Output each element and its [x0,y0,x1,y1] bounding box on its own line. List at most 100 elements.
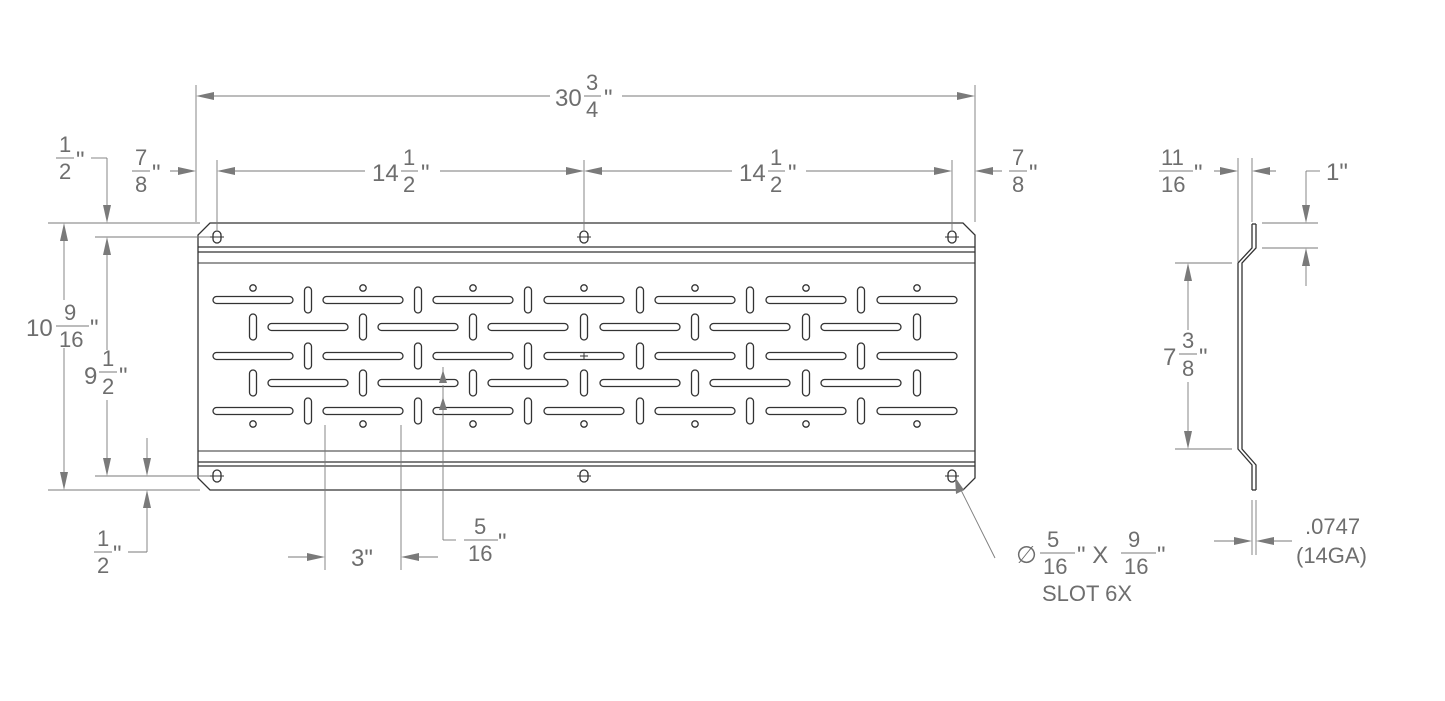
svg-text:30: 30 [555,85,582,112]
svg-text:16: 16 [468,541,492,566]
horizontal-slot [876,295,958,305]
svg-text:": " [152,160,161,187]
svg-text:": " [1157,542,1166,569]
vertical-slot [303,397,313,425]
svg-text:": " [113,541,122,568]
side-profile-inner [1241,224,1257,490]
dim-overall-height: 10 9 16 " [26,300,99,352]
svg-text:1: 1 [97,526,109,551]
vertical-slot [358,369,368,397]
horizontal-slot [654,406,736,416]
horizontal-slot [599,322,681,332]
horizontal-slot [322,406,404,416]
svg-text:2: 2 [403,172,415,197]
horizontal-slot [654,295,736,305]
horizontal-slot [876,406,958,416]
horizontal-slot [487,322,569,332]
svg-text:14: 14 [372,160,399,187]
round-hole [249,284,257,292]
horizontal-slot [599,378,681,388]
horizontal-slot [487,378,569,388]
round-hole [359,284,367,292]
svg-text:2: 2 [59,159,71,184]
svg-text:1: 1 [770,145,782,170]
svg-text:8: 8 [1012,172,1024,197]
svg-text:1: 1 [102,346,114,371]
mount-slot-hole [210,230,224,244]
vertical-slot [303,286,313,314]
vertical-slot [523,286,533,314]
svg-text:2: 2 [97,553,109,578]
mount-slot-hole [210,469,224,483]
dim-bottom-margin: 1 2 " [94,526,122,578]
svg-text:10: 10 [26,315,53,342]
mount-slot-hole [945,469,959,483]
svg-text:5: 5 [1047,527,1059,552]
vertical-slot [248,369,258,397]
svg-text:∅: ∅ [1016,542,1037,569]
svg-text:7: 7 [1012,145,1024,170]
svg-text:3": 3" [351,545,373,572]
side-profile [1237,224,1253,490]
horizontal-slot [322,351,404,361]
horizontal-slot [267,378,349,388]
slot-pattern [212,284,958,428]
horizontal-slot [432,295,514,305]
side-view [1175,158,1320,555]
horizontal-slot [654,351,736,361]
svg-text:1: 1 [59,132,71,157]
svg-text:": " [421,160,430,187]
horizontal-slot [267,322,349,332]
round-hole [913,284,921,292]
round-hole [580,420,588,428]
dim-center-spacing-right: 14 1 2 " [739,145,797,197]
horizontal-slot [765,406,847,416]
vertical-slot [801,313,811,341]
horizontal-slot [377,378,459,388]
svg-text:16: 16 [1161,172,1185,197]
svg-text:4: 4 [586,97,598,122]
vertical-slot [635,397,645,425]
vertical-slot [690,369,700,397]
horizontal-slot [709,378,791,388]
dimension-lines [48,85,1002,570]
svg-text:7: 7 [1163,344,1176,371]
round-hole [580,284,588,292]
vertical-slot [413,286,423,314]
round-hole [691,420,699,428]
svg-text:3: 3 [1182,328,1194,353]
dim-edge-offset-left: 7 8 " [132,145,161,197]
svg-text:": " [788,160,797,187]
svg-text:" X: " X [1077,542,1108,569]
horizontal-slot [765,295,847,305]
mount-holes [210,230,959,483]
dim-flange-offset: 11 16 " [1159,145,1203,197]
vertical-slot [856,397,866,425]
vertical-slot [745,286,755,314]
vertical-slot [413,342,423,370]
svg-text:11: 11 [1161,145,1184,170]
horizontal-slot [212,406,294,416]
round-hole [913,420,921,428]
mount-slot-hole [577,230,591,244]
horizontal-slot [322,295,404,305]
dim-hole-spacing-vertical: 9 1 2 " [84,346,128,399]
vertical-slot [579,313,589,341]
vertical-slot [912,313,922,341]
vertical-slot [579,369,589,397]
svg-text:5: 5 [474,514,486,539]
svg-text:16: 16 [1043,554,1067,579]
svg-text:9: 9 [84,363,97,390]
vertical-slot [523,342,533,370]
round-hole [359,420,367,428]
dim-web-height: 7 3 8 " [1163,328,1208,381]
round-hole [802,284,810,292]
svg-text:8: 8 [1182,356,1194,381]
svg-text:SLOT 6X: SLOT 6X [1042,581,1132,606]
horizontal-slot [212,351,294,361]
horizontal-slot [377,322,459,332]
vertical-slot [413,397,423,425]
vertical-slot [248,313,258,341]
round-hole [691,284,699,292]
